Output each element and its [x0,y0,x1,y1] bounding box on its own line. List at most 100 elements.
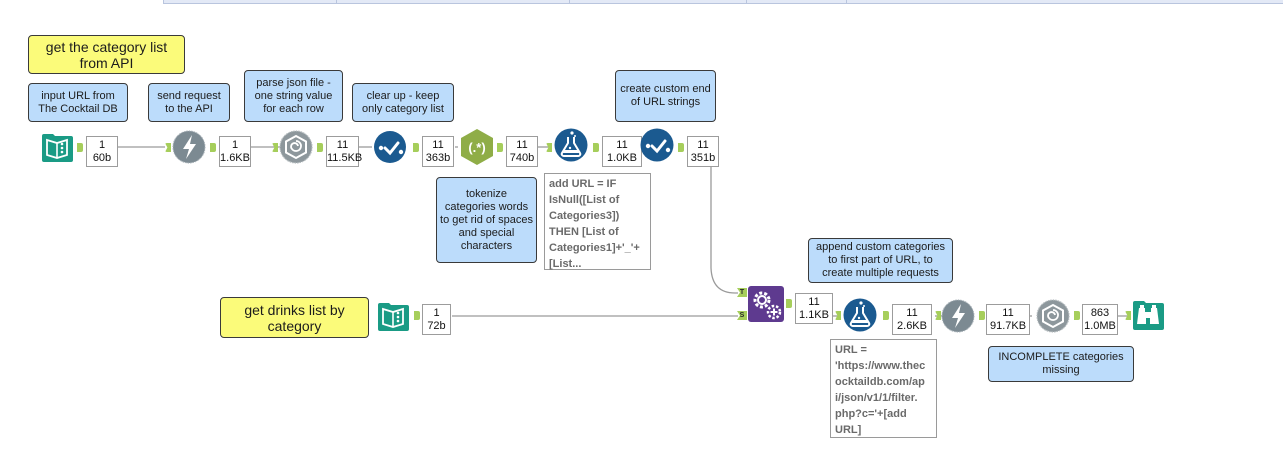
data-size: 1.0MB [1084,320,1116,332]
results-grid-header [163,0,1283,4]
header-column-divider[interactable] [746,0,747,3]
formula-expression-2[interactable]: URL = 'https://www.thec ocktaildb.com/ap… [830,339,937,438]
input-anchor[interactable] [935,311,941,320]
record-count-badge: 1 60b [86,136,118,167]
json-parse-icon [279,130,313,164]
header-column-divider[interactable] [336,0,337,3]
select-tool[interactable] [640,128,674,162]
source-anchor[interactable]: S [737,311,747,320]
comment-incomplete[interactable]: INCOMPLETE categories missing [988,346,1134,382]
comment-text: append custom categories to first part o… [815,241,946,279]
flask-icon [554,128,588,162]
data-size: 60b [92,152,112,164]
record-count-badge: 11 363b [422,136,454,167]
output-anchor[interactable] [786,299,792,308]
record-count: 11 [1002,307,1014,319]
output-anchor[interactable] [678,143,684,152]
output-anchor[interactable] [883,311,889,320]
comment-create-custom[interactable]: create custom end of URL strings [615,70,716,122]
comment-text: parse json file - one string value for e… [254,76,333,115]
record-count: 11 [906,307,918,319]
formula-tool[interactable] [843,298,877,332]
data-size: 1.6KB [220,152,250,164]
anchor-label: T [739,289,745,296]
data-size: 740b [509,152,535,164]
input-anchor[interactable] [1125,311,1131,320]
record-count: 11 [432,139,444,151]
comment-text: send request to the API [157,89,221,115]
record-count-badge: 11 11.5KB [326,136,363,167]
select-check-icon [640,128,674,162]
input-anchor[interactable] [546,143,552,152]
append-fields-tool[interactable] [748,286,784,322]
data-size: 1.0KB [607,152,637,164]
flask-icon [843,298,877,332]
data-size: 2.6KB [897,320,927,332]
header-column-divider[interactable] [846,0,847,3]
connection-wire-target[interactable] [710,163,738,294]
data-size: 11.5KB [327,152,363,164]
header-column-divider[interactable] [569,0,570,3]
comment-input-url[interactable]: input URL from The Cocktail DB [28,83,128,122]
text-input-tool[interactable] [376,299,410,333]
record-count: 863 [1090,307,1110,319]
download-tool[interactable] [941,299,975,333]
record-count: 11 [697,139,709,151]
input-anchor[interactable] [835,311,841,320]
data-size: 363b [425,152,451,164]
output-anchor[interactable] [413,143,419,152]
output-anchor[interactable] [593,143,599,152]
comment-parse-json[interactable]: parse json file - one string value for e… [244,70,343,122]
anchor-label: S [739,312,745,319]
comment-clear-up[interactable]: clear up - keep only category list [352,83,454,122]
comment-tokenize[interactable]: tokenize categories words to get rid of … [436,177,537,263]
json-parse-tool[interactable] [1036,299,1070,333]
input-anchor[interactable] [272,143,278,152]
svg-text:(.*): (.*) [468,140,485,155]
record-count: 11 [516,139,528,151]
output-anchor[interactable] [1074,311,1080,320]
select-check-icon [374,131,406,163]
output-anchor[interactable] [979,311,985,320]
record-count-badge: 11 1.1KB [795,293,833,324]
target-anchor[interactable]: T [737,288,747,297]
record-count: 11 [336,139,349,151]
record-count-badge: 1 1.6KB [219,136,251,167]
data-size: 91.7KB [989,320,1027,332]
record-count: 11 [808,296,820,308]
record-count-badge: 11 351b [687,136,719,167]
comment-text: get the category list from API [45,38,168,71]
data-size: 351b [690,152,716,164]
comment-title-top[interactable]: get the category list from API [28,35,185,74]
record-count-badge: 11 91.7KB [986,304,1030,335]
comment-send-request[interactable]: send request to the API [148,83,230,122]
regex-icon: (.*) [461,129,493,165]
input-anchor[interactable] [165,143,171,152]
gears-plus-icon [748,286,784,322]
text-input-tool[interactable] [40,130,74,164]
formula-expression-1[interactable]: add URL = IF IsNull([List of Categories3… [544,173,651,270]
record-count-badge: 1 72b [422,304,451,335]
comment-append-custom[interactable]: append custom categories to first part o… [808,238,953,283]
comment-text: clear up - keep only category list [362,89,444,115]
formula-tool[interactable] [554,128,588,162]
record-count: 1 [433,307,440,319]
binoculars-icon [1133,301,1164,330]
comment-text: INCOMPLETE categories missing [998,351,1124,376]
comment-title-bottom[interactable]: get drinks list by category [220,297,369,338]
regex-tool[interactable]: (.*) [459,128,495,166]
data-size: 72b [427,320,446,332]
output-anchor[interactable] [77,143,83,152]
download-tool[interactable] [172,130,206,164]
lightning-icon [172,130,206,164]
json-parse-tool[interactable] [279,130,313,164]
record-count-badge: 11 1.0KB [602,136,642,167]
output-anchor[interactable] [414,311,420,320]
lightning-icon [941,299,975,333]
output-anchor[interactable] [317,143,323,152]
output-anchor[interactable] [497,143,503,152]
browse-tool[interactable] [1131,298,1165,332]
select-tool[interactable] [373,130,407,164]
output-anchor[interactable] [210,143,216,152]
